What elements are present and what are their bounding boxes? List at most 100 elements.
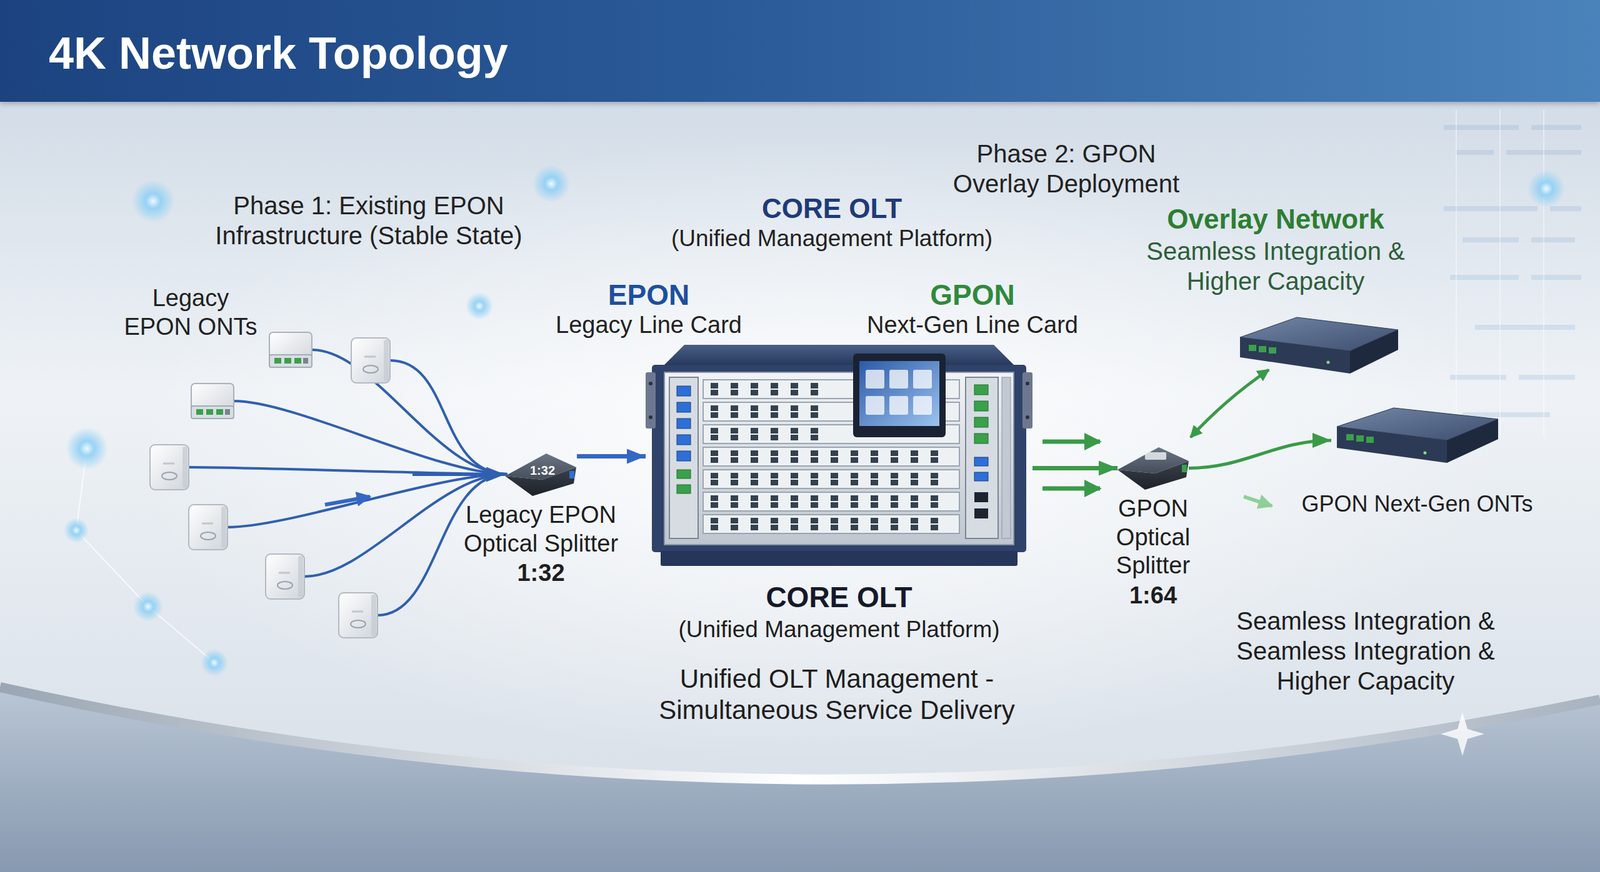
olt-chassis-shape <box>865 396 885 415</box>
network-lines <box>76 530 149 607</box>
sparkle <box>1440 712 1485 757</box>
olt-chassis-shape <box>930 457 939 464</box>
olt-chassis-shape <box>890 473 899 479</box>
olt-chassis-shape <box>890 495 899 502</box>
olt-chassis-shape <box>710 383 719 389</box>
olt-chassis-shape <box>910 473 919 479</box>
olt-chassis-shape <box>770 383 779 389</box>
ont-device <box>298 556 304 598</box>
annotation-label: Phase 2: GPON Overlay Deployment <box>941 138 1192 199</box>
ont-device <box>161 472 177 480</box>
olt-chassis-shape <box>730 412 739 419</box>
olt-chassis-shape <box>910 450 919 457</box>
glow-dots <box>200 649 229 677</box>
olt-chassis-shape <box>890 502 899 509</box>
olt-chassis-shape <box>910 525 919 531</box>
gpon-ont-device <box>1248 345 1257 352</box>
olt-chassis-shape <box>676 418 691 429</box>
olt-chassis-shape <box>890 518 899 524</box>
label-wrap: Seamless Integration & Higher Capacity <box>1125 236 1426 297</box>
olt-chassis-shape <box>974 492 989 503</box>
olt-chassis-shape <box>870 480 879 486</box>
epon-fibers <box>188 350 508 616</box>
ont-device <box>188 505 228 550</box>
ont-device <box>225 409 230 415</box>
olt-chassis-shape <box>648 415 653 420</box>
ont-device <box>284 358 292 364</box>
label-wrap: Legacy Line Card <box>536 311 762 340</box>
flow-arrow <box>1042 440 1100 445</box>
digital-pattern <box>1550 206 1582 212</box>
olt-chassis-shape <box>810 412 819 419</box>
flow-arrow <box>325 496 370 505</box>
olt-chassis-shape <box>770 405 779 412</box>
olt-chassis-shape <box>810 383 819 389</box>
optical-splitter-shape <box>1145 452 1167 460</box>
fiber-connector <box>412 473 505 477</box>
label-wrap: Unified OLT Management - Simultaneous Se… <box>624 663 1050 727</box>
ont-device-group-shape <box>1331 403 1504 550</box>
olt-chassis-shape <box>810 525 819 531</box>
olt-chassis-shape <box>974 433 989 444</box>
olt-chassis-shape <box>730 383 739 389</box>
ont-device <box>188 505 228 550</box>
olt-chassis-shape <box>850 502 859 509</box>
olt-chassis-shape <box>830 450 839 457</box>
olt-chassis-shape <box>703 447 960 467</box>
olt-chassis-shape <box>676 470 691 479</box>
optical-splitter-shape <box>505 453 577 480</box>
olt-chassis-shape <box>870 473 879 479</box>
olt-chassis-shape <box>790 518 799 524</box>
olt-chassis-shape <box>810 457 819 464</box>
ont-device <box>265 554 305 600</box>
olt-chassis-shape <box>913 396 932 415</box>
epon-fibers <box>188 467 508 475</box>
ont-device-group-shape <box>1446 419 1499 464</box>
text-wrap: (Unified Management Platform) <box>608 616 1070 644</box>
digital-pattern <box>1531 125 1582 130</box>
olt-chassis-shape <box>974 417 989 428</box>
olt-chassis-shape <box>664 372 1014 545</box>
text-wrap: Legacy EPON ONTs <box>118 284 263 342</box>
text-wrap: 1:64 <box>1078 581 1228 611</box>
digital-pattern <box>1462 237 1519 243</box>
olt-chassis-shape <box>930 480 939 486</box>
olt-chassis-shape <box>770 412 779 419</box>
olt-chassis-shape <box>770 435 779 441</box>
text-wrap: GPON Next-Gen ONTs <box>1296 490 1538 518</box>
olt-chassis-shape <box>710 428 719 434</box>
olt-chassis-shape <box>790 412 799 419</box>
olt-chassis-shape <box>710 405 719 412</box>
ont-device <box>269 332 312 364</box>
olt-chassis-shape <box>710 457 719 464</box>
olt-chassis-shape <box>810 495 819 502</box>
olt-chassis-shape <box>890 525 899 531</box>
optical-splitter-shape <box>1117 447 1189 474</box>
olt-chassis-shape <box>676 402 691 413</box>
olt-chassis-shape <box>770 518 779 524</box>
olt-chassis-shape <box>750 428 759 434</box>
gpon-ont-device <box>1326 361 1330 365</box>
olt-chassis-shape <box>790 435 799 441</box>
olt-chassis-shape <box>974 457 989 467</box>
text-wrap: CORE OLT <box>608 580 1070 615</box>
glow-dots <box>63 518 89 544</box>
annotation-label: Next-Gen Line Card <box>853 311 1092 340</box>
text-wrap: GPON Optical Splitter <box>1078 495 1228 581</box>
olt-chassis-shape <box>810 480 819 486</box>
olt-chassis-shape <box>770 428 779 434</box>
light-streaks <box>1456 109 1544 438</box>
olt-chassis-shape <box>830 457 839 464</box>
olt-chassis-shape <box>730 473 739 479</box>
olt-chassis-shape <box>865 370 885 389</box>
light-streaks <box>1455 109 1457 438</box>
digital-pattern <box>1518 375 1575 380</box>
olt-chassis-shape <box>730 450 739 457</box>
flow-arrow <box>1042 486 1100 492</box>
olt-chassis-shape <box>830 473 839 479</box>
olt-chassis-shape <box>910 480 919 486</box>
annotation-label: Overlay Network <box>1144 203 1407 237</box>
olt-chassis-shape <box>850 480 859 486</box>
optical-splitter: GPON Optical Splitter1:64 <box>1117 445 1189 492</box>
